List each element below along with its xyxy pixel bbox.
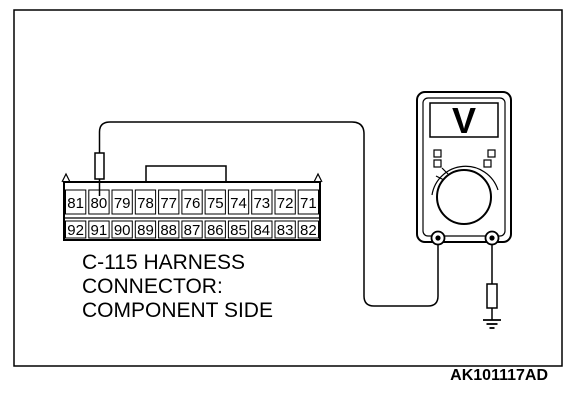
pin-label: 73 [253,195,270,212]
pin-label: 72 [277,195,294,212]
pin-cell [158,189,180,215]
pin-label: 81 [67,195,84,212]
meter-scale-arc [431,165,499,196]
pin-label: 88 [160,222,177,239]
meter-display [429,102,499,138]
pin-label: 84 [253,222,270,239]
pin-cells-top [65,189,320,215]
connector-caption-line1: C-115 HARNESS [82,251,245,274]
meter-selector-dial [436,169,492,225]
pin-label-probed: 80 [91,195,108,212]
meter-indicator-icon [433,159,442,168]
meter-indicator-icon [433,149,442,158]
test-probe-icon [94,138,105,196]
diagram-frame [13,9,563,367]
pin-label: 86 [207,222,224,239]
pin-label: 83 [277,222,294,239]
pin-cell [297,220,320,239]
pin-label: 87 [184,222,201,239]
pin-label: 78 [137,195,154,212]
pin-cell [274,189,296,215]
pin-label: 85 [230,222,247,239]
pin-cell [227,220,250,239]
multimeter-icon: V [416,91,512,246]
pin-cell [134,189,157,215]
pin-cell [251,189,273,215]
pin-cell [181,189,203,215]
pin-label: 82 [300,222,317,239]
connector-caption-line3: COMPONENT SIDE [82,299,273,322]
pin-cell [227,189,250,215]
meter-indicator-icon [487,149,496,158]
pin-labels-bottom: 92 91 90 89 88 87 86 85 84 83 82 [67,222,316,239]
meter-indicator-icon [483,159,492,168]
pin-cell [111,220,133,239]
pin-label: 89 [137,222,154,239]
pin-cell [134,220,157,239]
pin-cell [274,220,296,239]
pin-label: 90 [114,222,131,239]
pin-label: 92 [67,222,84,239]
pin-cell [297,189,320,215]
pin-cell [65,220,87,239]
probe-lead-wire [98,121,439,307]
pin-cell [65,189,87,215]
connector-latch [145,165,227,183]
pin-label: 74 [230,195,247,212]
pin-label: 76 [184,195,201,212]
pin-label: 77 [160,195,177,212]
pin-label: 71 [300,195,317,212]
pin-cell [251,220,273,239]
pin-cell [111,189,133,215]
pin-cells-bottom [65,220,320,239]
harness-connector: 81 80 79 78 77 76 75 74 73 72 71 92 91 90 89 88 87 86 85 8… [61,165,323,241]
pin-cell [158,220,180,239]
reference-code: AK101117AD [450,367,548,384]
pin-cell [88,220,110,239]
connector-caption-line2: CONNECTOR: [82,275,223,298]
pin-cell [181,220,203,239]
pin-label: 91 [91,222,108,239]
pin-label: 79 [114,195,131,212]
connector-tabs [61,172,323,183]
pin-labels-top: 81 80 79 78 77 76 75 74 73 72 71 [67,195,316,212]
ground-probe-icon [486,244,498,320]
pin-label: 75 [207,195,224,212]
meter-display-symbol: V [452,100,476,141]
ground-symbol-icon [483,319,501,329]
pin-cell [204,220,226,239]
pin-cell [204,189,226,215]
